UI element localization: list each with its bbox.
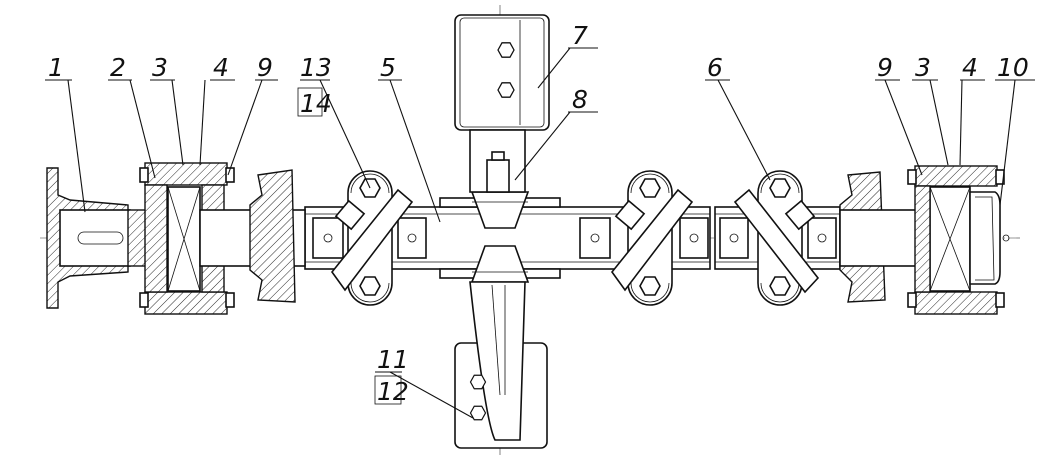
callout-6: 6 [707,53,723,82]
mounting-blocks [312,217,837,259]
callout-9-right: 9 [877,53,893,82]
callout-1: 1 [48,53,64,82]
top-blade [454,14,550,193]
callout-4-left: 4 [213,53,229,82]
callout-10: 10 [997,53,1029,82]
callout-13: 13 [300,53,332,82]
callout-11: 11 [377,345,409,374]
callout-3-right: 3 [915,53,931,82]
callout-9-left: 9 [257,53,273,82]
knife-bars [330,188,820,294]
leader-lines [45,47,1035,419]
callout-4-right: 4 [962,53,978,82]
callout-8: 8 [572,85,588,114]
callout-7: 7 [572,21,588,50]
right-end-assembly [839,165,1010,315]
callout-14: 14 [300,89,332,118]
left-end-assembly [46,162,306,315]
bottom-blade [454,281,548,449]
callout-5: 5 [380,53,396,82]
callout-2: 2 [110,53,126,82]
center-hub [470,191,530,283]
callout-12: 12 [377,377,409,406]
callout-3-left: 3 [152,53,168,82]
